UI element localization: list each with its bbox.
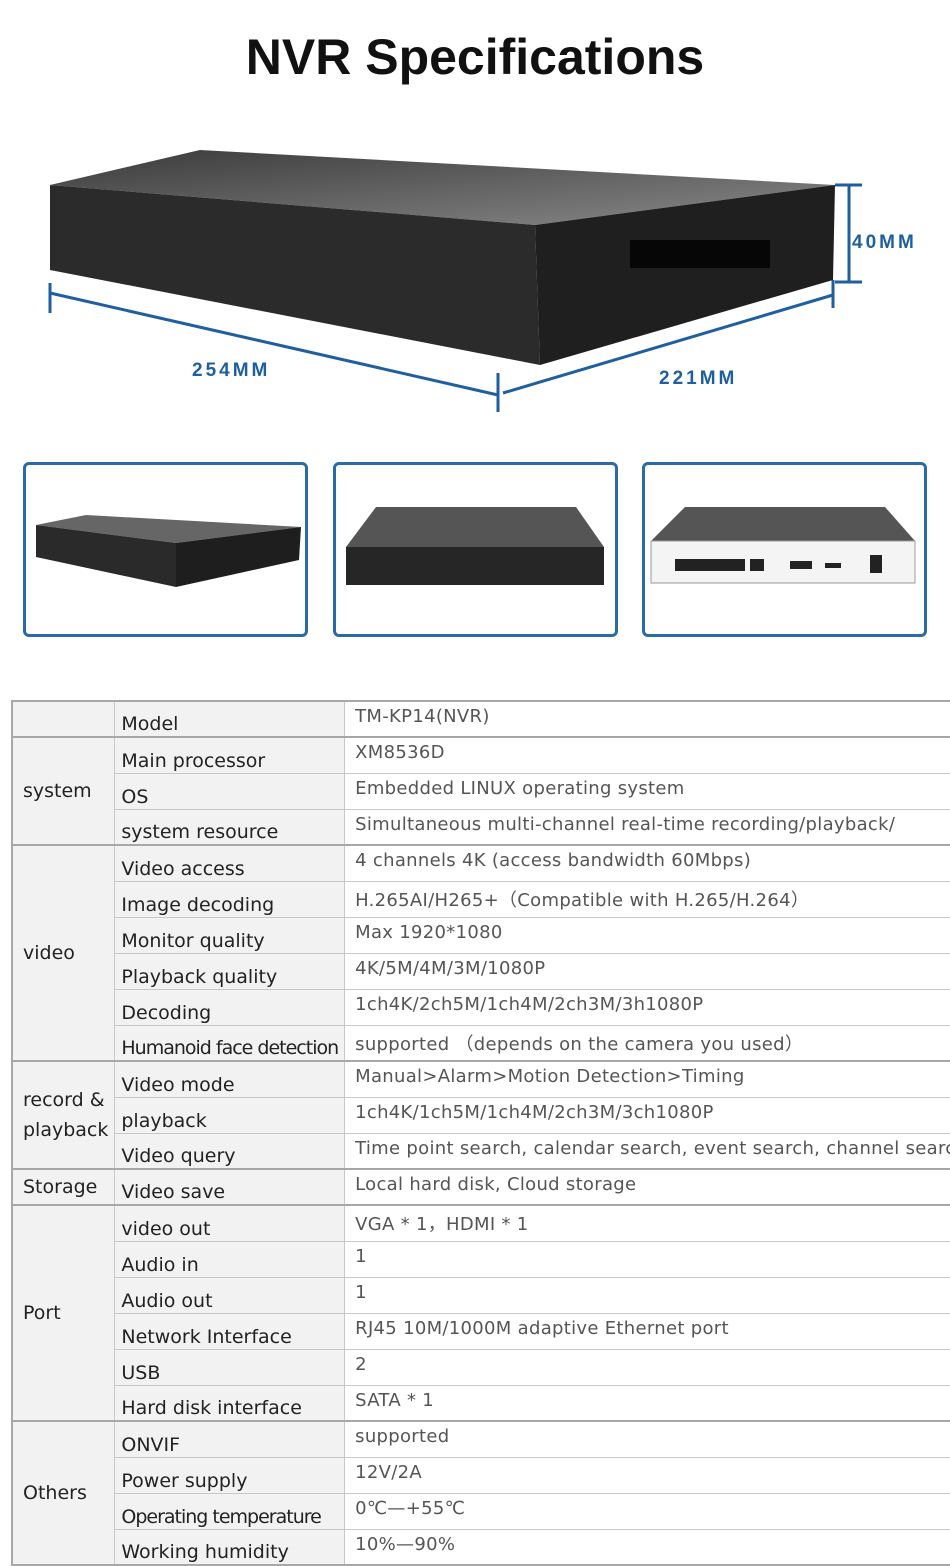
spec-value: 12V/2A [344, 1456, 950, 1494]
spec-name: USB [114, 1348, 346, 1386]
spec-value: 1ch4K/2ch5M/1ch4M/2ch3M/3h1080P [344, 988, 950, 1026]
spec-name: playback [114, 1096, 346, 1134]
group-label: Port [11, 1204, 116, 1422]
group-label: video [11, 844, 116, 1062]
spec-value: Local hard disk, Cloud storage [344, 1168, 950, 1206]
spec-value: Max 1920*1080 [344, 916, 950, 954]
height-label: 40MM [852, 232, 917, 253]
spec-name: system resource [114, 808, 346, 846]
spec-name: Monitor quality [114, 916, 346, 954]
spec-name: Humanoid face detection [114, 1024, 346, 1062]
spec-value: supported （depends on the camera you use… [344, 1024, 950, 1062]
spec-value: 2 [344, 1348, 950, 1386]
spec-value: SATA * 1 [344, 1384, 950, 1422]
group-label: record & playback [11, 1060, 116, 1170]
spec-value: TM-KP14(NVR) [344, 700, 950, 738]
group-label: Storage [11, 1168, 116, 1206]
nvr-product-image [48, 150, 862, 412]
spec-name: video out [114, 1204, 346, 1242]
spec-value: VGA * 1，HDMI * 1 [344, 1204, 950, 1242]
group-label: Others [11, 1420, 116, 1566]
width-label: 254MM [192, 360, 271, 381]
spec-value: H.265AI/H265+（Compatible with H.265/H.26… [344, 880, 950, 918]
spec-name: Operating temperature [114, 1492, 346, 1530]
spec-name: Video access [114, 844, 346, 882]
spec-value: RJ45 10M/1000M adaptive Ethernet port [344, 1312, 950, 1350]
spec-value: Simultaneous multi-channel real-time rec… [344, 808, 950, 846]
spec-name: Model [114, 700, 346, 738]
spec-name: Playback quality [114, 952, 346, 990]
thumbnail-front-view[interactable] [333, 462, 618, 637]
spec-name: Main processor [114, 736, 346, 774]
spec-name: Audio out [114, 1276, 346, 1314]
spec-name: Power supply [114, 1456, 346, 1494]
spec-name: OS [114, 772, 346, 810]
spec-name: Working humidity [114, 1528, 346, 1566]
group-label: system [11, 736, 116, 846]
spec-value: Manual>Alarm>Motion Detection>Timing [344, 1060, 950, 1098]
spec-name: Video mode [114, 1060, 346, 1098]
spec-value: 4K/5M/4M/3M/1080P [344, 952, 950, 990]
spec-name: Audio in [114, 1240, 346, 1278]
spec-name: Network Interface [114, 1312, 346, 1350]
page-title: NVR Specifications [245, 29, 705, 85]
thumbnail-angle-view[interactable] [23, 462, 308, 637]
spec-name: ONVIF [114, 1420, 346, 1458]
spec-value: XM8536D [344, 736, 950, 774]
spec-value: Time point search, calendar search, even… [344, 1132, 950, 1170]
spec-name: Image decoding [114, 880, 346, 918]
spec-value: 1 [344, 1276, 950, 1314]
group-label [11, 700, 116, 738]
spec-value: 4 channels 4K (access bandwidth 60Mbps) [344, 844, 950, 882]
depth-label: 221MM [659, 368, 738, 389]
thumbnail-rear-view[interactable] [642, 462, 927, 637]
spec-name: Video save [114, 1168, 346, 1206]
spec-name: Video query [114, 1132, 346, 1170]
spec-value: supported [344, 1420, 950, 1458]
spec-name: Hard disk interface [114, 1384, 346, 1422]
spec-value: Embedded LINUX operating system [344, 772, 950, 810]
spec-value: 0℃—+55℃ [344, 1492, 950, 1530]
spec-value: 1ch4K/1ch5M/1ch4M/2ch3M/3ch1080P [344, 1096, 950, 1134]
spec-value: 10%—90% [344, 1528, 950, 1566]
spec-name: Decoding [114, 988, 346, 1026]
spec-value: 1 [344, 1240, 950, 1278]
dimension-lines [48, 183, 862, 412]
